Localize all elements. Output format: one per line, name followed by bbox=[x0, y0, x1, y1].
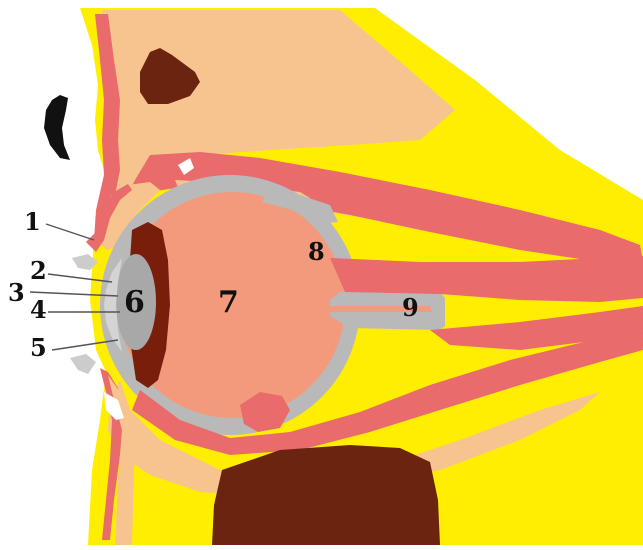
label-7: 7 bbox=[218, 285, 239, 320]
label-4: 4 bbox=[30, 295, 47, 324]
label-1: 1 bbox=[24, 207, 41, 236]
label-8: 8 bbox=[308, 237, 325, 266]
label-2: 2 bbox=[30, 256, 47, 285]
label-5: 5 bbox=[30, 333, 47, 362]
label-6: 6 bbox=[124, 285, 145, 320]
label-9: 9 bbox=[402, 293, 419, 322]
label-3: 3 bbox=[8, 278, 25, 307]
